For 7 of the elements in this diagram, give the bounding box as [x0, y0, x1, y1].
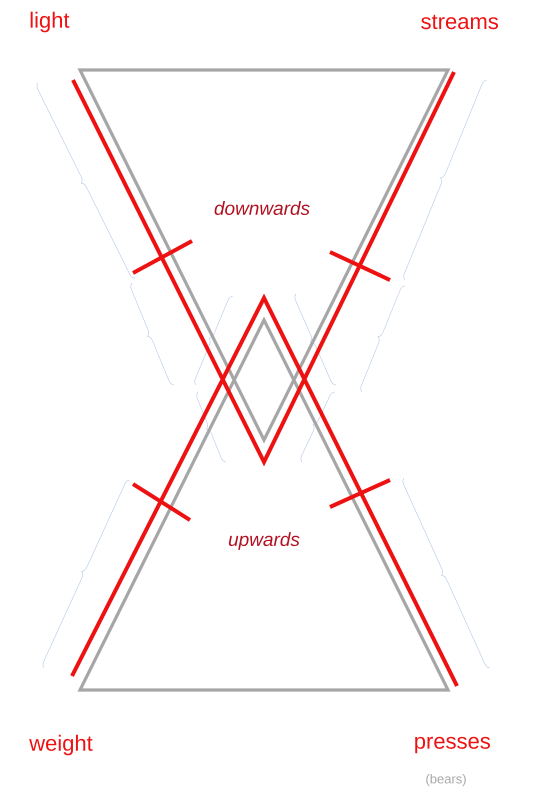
word-label: presses [415, 736, 490, 754]
word-label: weight [29, 734, 93, 756]
note-label: (bears) [426, 774, 466, 786]
direction-label: downwards [214, 201, 310, 215]
word-label: streams [421, 14, 498, 30]
direction-label: upwards [228, 532, 300, 550]
word-label: light [30, 12, 70, 32]
